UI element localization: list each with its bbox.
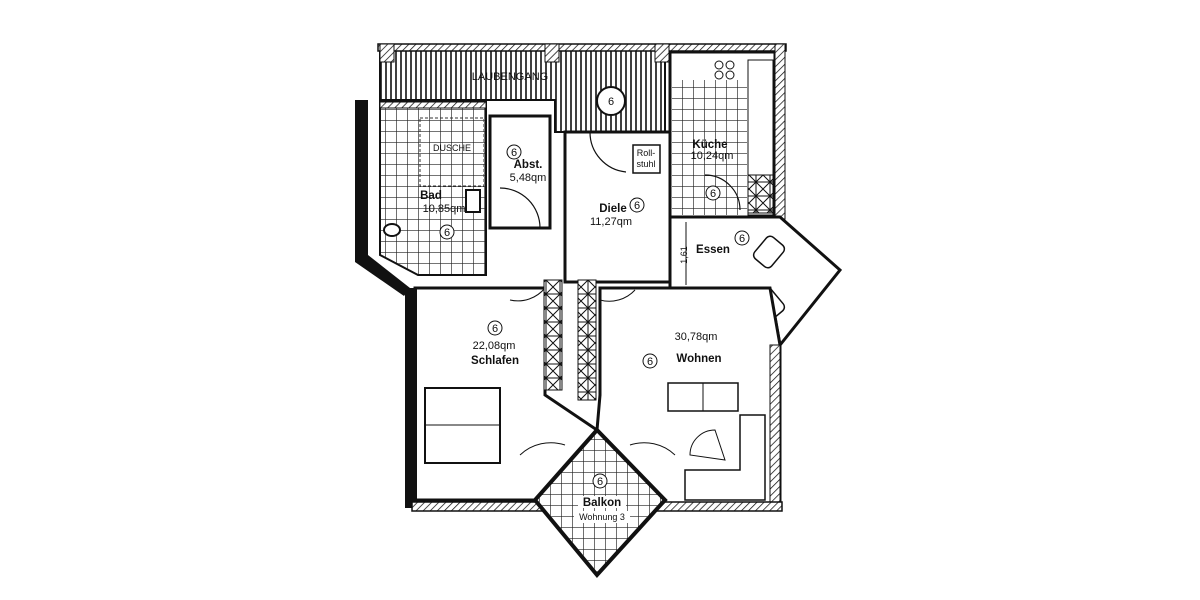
- dimension-label: 1,61: [679, 246, 689, 264]
- room-name-schlafen: Schlafen: [471, 355, 519, 367]
- room-bad: [379, 101, 487, 276]
- marker-label: 6: [739, 233, 745, 245]
- exterior-wall-west: [355, 100, 410, 296]
- room-wohnen: [543, 279, 782, 512]
- room-name-balkon: Balkon: [583, 497, 621, 509]
- room-area-abst: 5,48qm: [510, 172, 547, 184]
- marker-label: 6: [710, 188, 716, 200]
- marker-label: 6: [492, 323, 498, 335]
- room-name-bad: Bad: [420, 190, 442, 202]
- corridor-laubengang: [377, 43, 787, 133]
- corridor-label: LAUBENGANG: [472, 71, 548, 83]
- room-area-wohnen: 30,78qm: [675, 331, 718, 343]
- door-swing: [499, 187, 541, 229]
- marker-circle: 6: [596, 86, 626, 116]
- room-name-kueche: Küche: [692, 139, 727, 151]
- room-area-schlafen: 22,08qm: [473, 340, 516, 352]
- room-name-essen: Essen: [696, 244, 730, 256]
- room-kueche: [668, 43, 786, 220]
- room-area-kueche: 10,24qm: [691, 150, 734, 162]
- unit-label-bg: [574, 511, 630, 523]
- wheelchair-space: [632, 144, 661, 174]
- marker-label: 6: [597, 476, 603, 488]
- marker-label: 6: [444, 227, 450, 239]
- marker-label: 6: [511, 147, 517, 159]
- room-abstell: [488, 114, 552, 230]
- room-name-wohnen: Wohnen: [676, 353, 721, 365]
- room-name-abst: Abst.: [514, 159, 543, 171]
- balcony-label-bg: [578, 496, 626, 508]
- marker-label: 6: [647, 356, 653, 368]
- room-area-diele: 11,27qm: [590, 216, 632, 228]
- wheelchair-label-1: Roll-: [637, 148, 656, 158]
- marker-label: 6: [608, 96, 614, 108]
- shower-label: DUSCHE: [433, 143, 471, 153]
- room-schlafen: [405, 286, 600, 508]
- room-diele: [563, 130, 672, 284]
- room-markers: 6 6 6 6 6 6 6 6 6: [439, 86, 750, 489]
- marker-label: 6: [634, 200, 640, 212]
- unit-label: Wohnung 3: [579, 512, 625, 522]
- wheelchair-label-2: stuhl: [636, 159, 655, 169]
- room-name-diele: Diele: [599, 203, 627, 215]
- room-area-bad: 10,85qm: [423, 203, 466, 215]
